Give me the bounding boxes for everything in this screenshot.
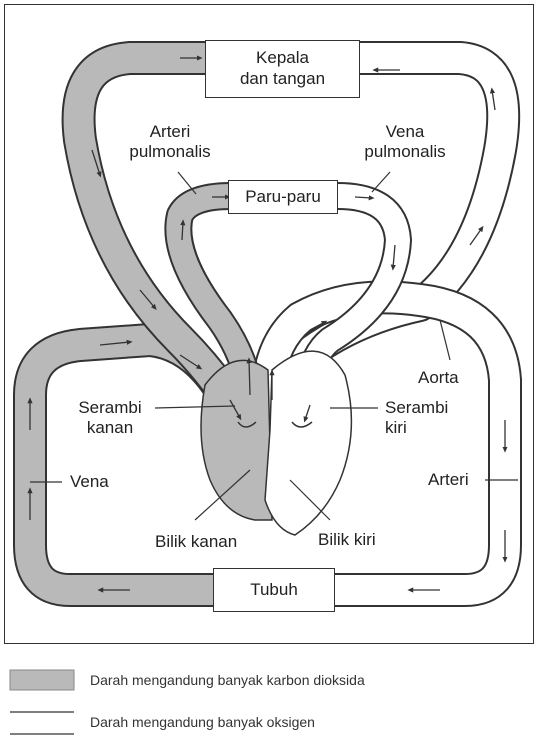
right-atrium-label: Serambi kanan xyxy=(60,398,160,438)
left-ventricle-label: Bilik kiri xyxy=(318,530,376,550)
pulmonary-artery-label: Arteri pulmonalis xyxy=(110,122,230,162)
lungs-label: Paru-paru xyxy=(245,187,321,206)
artery-label: Arteri xyxy=(428,470,469,490)
pulmonary-vein-label: Vena pulmonalis xyxy=(345,122,465,162)
head-label-line2: dan tangan xyxy=(206,68,359,89)
right-ventricle-label: Bilik kanan xyxy=(155,532,237,552)
lungs-box: Paru-paru xyxy=(228,180,338,214)
heart xyxy=(201,351,351,535)
left-atrium-label: Serambi kiri xyxy=(385,398,448,438)
head-box: Kepala dan tangan xyxy=(205,40,360,98)
legend-graphics xyxy=(10,670,74,734)
aorta-label: Aorta xyxy=(418,368,459,388)
vein-label: Vena xyxy=(70,472,109,492)
legend-deoxygenated-text: Darah mengandung banyak karbon dioksida xyxy=(90,672,365,688)
body-box: Tubuh xyxy=(213,568,335,612)
legend-oxygenated-text: Darah mengandung banyak oksigen xyxy=(90,714,315,730)
head-label-line1: Kepala xyxy=(206,47,359,68)
body-label: Tubuh xyxy=(250,580,298,599)
